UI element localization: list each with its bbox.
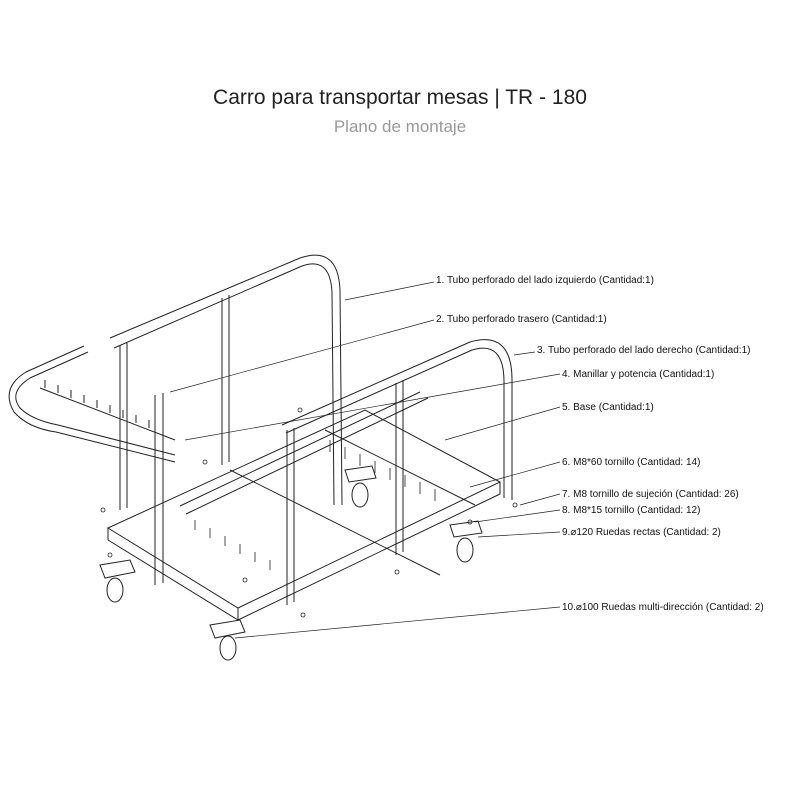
caster-wheels xyxy=(99,465,483,661)
part-label-3: 3. Tubo perforado del lado derecho (Cant… xyxy=(537,345,751,356)
right-handle-tube xyxy=(281,339,513,605)
part-label-5: 5. Base (Cantidad:1) xyxy=(562,402,654,413)
rear-handlebar xyxy=(8,345,176,585)
part-label-1: 1. Tubo perforado del lado izquierdo (Ca… xyxy=(436,275,654,286)
part-label-4: 4. Manillar y potencia (Cantidad:1) xyxy=(562,369,715,380)
base-frame xyxy=(106,391,502,621)
bolts xyxy=(100,407,518,618)
part-label-9: 9.⌀120 Ruedas rectas (Cantidad: 2) xyxy=(562,527,721,538)
part-label-8: 8. M8*15 tornillo (Cantidad: 12) xyxy=(562,505,701,516)
part-label-7: 7. M8 tornillo de sujeción (Cantidad: 26… xyxy=(562,489,739,500)
diagram-subtitle: Plano de montaje xyxy=(333,117,467,136)
slat-teeth xyxy=(194,440,436,570)
part-label-6: 6. M8*60 tornillo (Cantidad: 14) xyxy=(562,457,701,468)
part-label-10: 10.⌀100 Ruedas multi-dirección (Cantidad… xyxy=(562,602,764,613)
part-label-2: 2. Tubo perforado trasero (Cantidad:1) xyxy=(436,314,607,325)
leader-lines xyxy=(169,281,561,639)
diagram-title: Carro para transportar mesas | TR - 180 xyxy=(213,86,587,109)
left-handle-tube xyxy=(109,254,343,510)
